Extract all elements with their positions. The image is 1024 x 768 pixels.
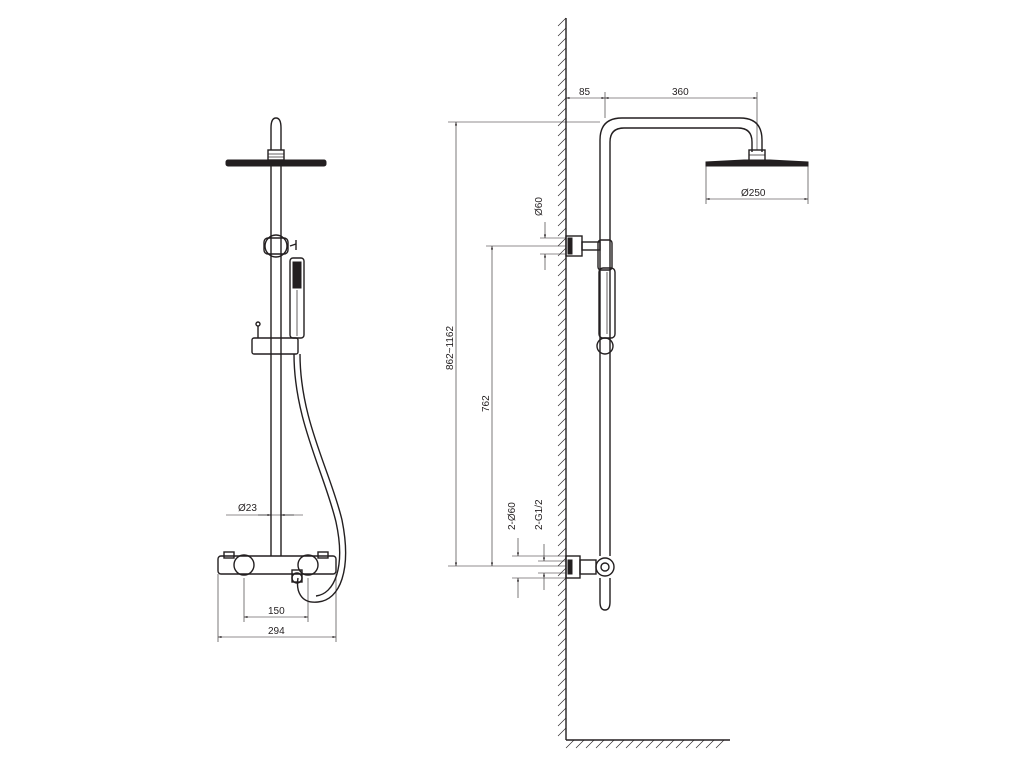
dim-inlet-threads: 2-G1/2: [534, 499, 566, 590]
dim-wall-offset: 85: [566, 87, 606, 118]
slide-holder-front: [251, 321, 299, 355]
dim-mixer-spacing: 150: [243, 578, 309, 622]
dim-head-diameter-label: Ø250: [741, 188, 766, 199]
dim-mixer-width: 294: [217, 574, 337, 642]
wall-section: [557, 17, 730, 749]
dim-head-diameter: Ø250: [705, 166, 809, 204]
hand-shower-side: [596, 267, 616, 355]
wall-bracket-side: [565, 235, 613, 271]
dim-total-height: 862~1162: [445, 121, 600, 567]
thermostatic-mixer-front: [217, 551, 337, 584]
dim-arm-length-label: 360: [672, 87, 689, 98]
dim-bracket-height: 762: [481, 245, 566, 566]
front-view: Ø23 150 294: [217, 117, 347, 642]
dim-mixer-spacing-label: 150: [268, 606, 285, 617]
dim-inlet-flanges-label: 2-Ø60: [507, 502, 518, 530]
riser-arm-side: [599, 117, 763, 556]
dim-flange-diameter: Ø60: [534, 197, 566, 270]
side-view: 85 360 Ø250 Ø60 862~1162: [445, 17, 809, 749]
shower-head-front: [225, 149, 327, 167]
shower-head-side: [705, 149, 809, 167]
dim-inlet-threads-label: 2-G1/2: [534, 499, 545, 530]
dim-inlet-flanges: 2-Ø60: [507, 502, 566, 598]
dim-mixer-width-label: 294: [268, 626, 285, 637]
dim-arm-length: 360: [605, 87, 758, 150]
dim-pipe-diameter: Ø23: [226, 503, 303, 517]
dim-wall-offset-label: 85: [579, 87, 591, 98]
dim-pipe-diameter-label: Ø23: [238, 503, 257, 514]
hand-shower-front: [289, 257, 305, 339]
mixer-side: [565, 555, 615, 611]
dim-flange-diameter-label: Ø60: [534, 197, 545, 216]
hose-front: [296, 353, 347, 603]
dim-bracket-height-label: 762: [481, 395, 492, 412]
wall-bracket-front: [264, 234, 288, 258]
riser-pipe-front: [270, 166, 282, 556]
dim-total-height-label: 862~1162: [445, 326, 456, 370]
